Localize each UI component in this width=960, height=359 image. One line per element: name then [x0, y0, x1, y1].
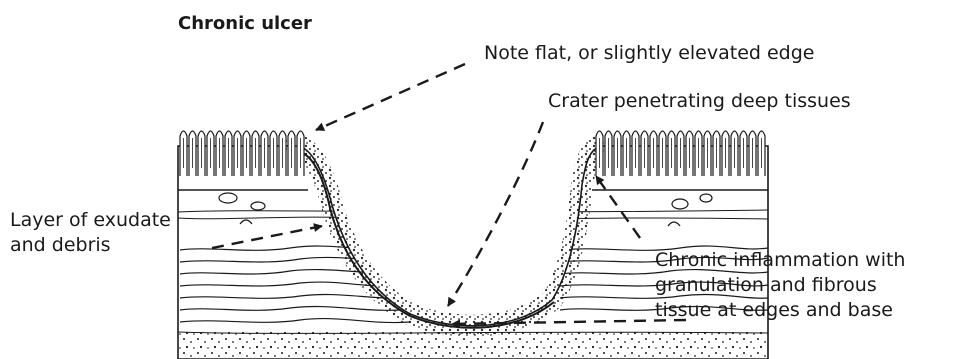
label-crater: Crater penetrating deep tissues: [548, 89, 851, 114]
figure-title: Chronic ulcer: [178, 11, 312, 36]
epithelium-right: [596, 131, 765, 176]
arrow-edge-icon: [316, 64, 465, 130]
label-edge: Note flat, or slightly elevated edge: [484, 41, 815, 66]
arrow-crater-icon: [448, 122, 543, 306]
label-exudate: Layer of exudate and debris: [10, 208, 171, 258]
label-inflammation: Chronic inflammation with granulation an…: [655, 248, 905, 323]
